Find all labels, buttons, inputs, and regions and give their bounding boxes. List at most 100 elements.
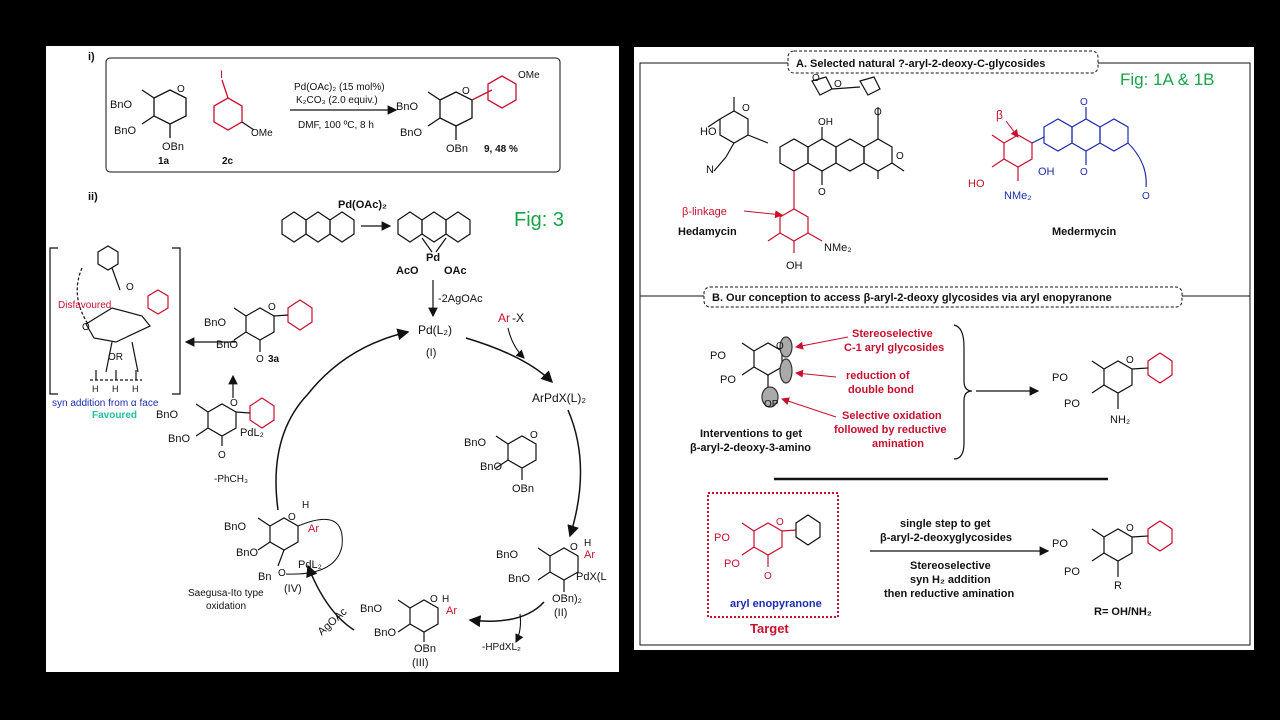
svg-text:PO: PO — [1064, 398, 1080, 410]
svg-text:PO: PO — [710, 350, 726, 362]
svg-text:O: O — [812, 73, 820, 84]
svg-text:O: O — [126, 282, 134, 293]
scheme-fig1-panel: A. Selected natural ?-aryl-2-deoxy-C-gly… — [634, 47, 1254, 650]
svg-text:syn H₂ addition: syn H₂ addition — [910, 574, 991, 586]
svg-text:R= OH/NH₂: R= OH/NH₂ — [1094, 606, 1152, 618]
pdl2-catalyst: Pd(L₂) — [418, 323, 452, 337]
svg-text:OR: OR — [108, 352, 123, 363]
scheme-fig3-panel: i) ii) Fig: 3 O BnO BnO OBn 1a I OMe 2c … — [46, 46, 619, 672]
header-a: A. Selected natural ?-aryl-2-deoxy-C-gly… — [796, 58, 1045, 70]
svg-text:OMe: OMe — [251, 128, 273, 139]
svg-text:O: O — [218, 450, 226, 461]
svg-text:BnO: BnO — [496, 549, 518, 561]
fig3-scheme-drawing: i) ii) Fig: 3 O BnO BnO OBn 1a I OMe 2c … — [49, 51, 607, 669]
svg-text:Pd: Pd — [426, 252, 440, 264]
svg-text:BnO: BnO — [360, 603, 382, 615]
label-1a: 1a — [158, 156, 170, 167]
product-9 — [427, 91, 473, 140]
svg-text:O: O — [776, 341, 784, 352]
svg-text:NMe₂: NMe₂ — [1004, 190, 1032, 202]
syn-addition-note: syn addition from α face — [52, 398, 159, 409]
svg-text:OBn)₂: OBn)₂ — [552, 593, 582, 605]
svg-text:O: O — [82, 322, 90, 333]
svg-text:O: O — [288, 512, 296, 523]
cycle-arc-beta-hydride — [468, 601, 545, 628]
svg-text:PO: PO — [724, 558, 740, 570]
svg-text:O: O — [462, 86, 470, 97]
svg-text:BnO: BnO — [508, 573, 530, 585]
target-box — [707, 492, 839, 618]
fig3-label: Fig: 3 — [514, 209, 564, 231]
label-product-9: 9, 48 % — [484, 144, 518, 155]
svg-text:PO: PO — [714, 532, 730, 544]
svg-text:(II): (II) — [554, 607, 567, 619]
svg-text:NH₂: NH₂ — [1110, 414, 1130, 426]
svg-text:BnO: BnO — [204, 317, 226, 329]
svg-text:PO: PO — [720, 374, 736, 386]
svg-text:-2AgOAc: -2AgOAc — [438, 293, 483, 305]
svg-text:PdX(L: PdX(L — [576, 571, 607, 583]
product-3a — [233, 307, 275, 352]
label-2c: 2c — [222, 156, 234, 167]
svg-text:Selective oxidation: Selective oxidation — [842, 410, 942, 422]
svg-text:O: O — [1080, 97, 1088, 108]
svg-text:BnO: BnO — [156, 409, 178, 421]
svg-text:(IV): (IV) — [284, 583, 302, 595]
svg-text:O: O — [776, 517, 784, 528]
svg-text:NMe₂: NMe₂ — [824, 242, 852, 254]
svg-text:PO: PO — [1052, 372, 1068, 384]
transition-state — [49, 245, 181, 395]
svg-text:H: H — [302, 500, 309, 511]
svg-text:O: O — [430, 594, 438, 605]
svg-text:O: O — [278, 568, 286, 579]
svg-text:double bond: double bond — [848, 384, 914, 396]
cycle-arc-oxidative-addition — [465, 337, 554, 384]
pd-enolate-intermediate — [195, 403, 237, 446]
svg-text:OH: OH — [818, 117, 833, 128]
svg-text:O: O — [742, 103, 750, 114]
svg-text:O: O — [1142, 191, 1150, 202]
glycal-1a — [141, 89, 187, 138]
svg-text:OH: OH — [1038, 166, 1055, 178]
svg-text:H: H — [112, 384, 119, 394]
svg-text:BnO: BnO — [114, 125, 136, 137]
svg-text:H: H — [584, 538, 591, 549]
medermycin-name: Medermycin — [1052, 226, 1116, 238]
svg-text:β-aryl-2-deoxy-3-amino: β-aryl-2-deoxy-3-amino — [690, 442, 811, 454]
svg-text:Ar: Ar — [446, 605, 457, 617]
beta-label: β — [996, 108, 1003, 122]
svg-text:BnO: BnO — [168, 433, 190, 445]
svg-text:N: N — [706, 164, 714, 176]
disfavoured-label: Disfavoured — [58, 300, 111, 311]
svg-text:O: O — [570, 542, 578, 553]
svg-text:PO: PO — [1052, 538, 1068, 550]
svg-text:OAc: OAc — [444, 265, 467, 277]
svg-text:OBn: OBn — [162, 141, 184, 153]
svg-text:Stereoselective: Stereoselective — [910, 560, 991, 572]
svg-text:OBn: OBn — [414, 643, 436, 655]
favoured-label: Favoured — [92, 410, 137, 421]
svg-text:then reductive amination: then reductive amination — [884, 588, 1014, 600]
hedamycin-structure — [707, 76, 905, 185]
svg-text:O: O — [268, 302, 276, 313]
intermediate-iii — [397, 599, 439, 642]
section-ii-label: ii) — [88, 191, 98, 203]
svg-text:O: O — [1126, 523, 1134, 534]
reaction-i-box — [105, 57, 561, 173]
svg-text:PdL₂: PdL₂ — [240, 427, 264, 439]
phenanthroline-ligand — [281, 211, 355, 243]
amino-product — [1091, 360, 1133, 409]
svg-text:O: O — [1080, 167, 1088, 178]
svg-text:Bn: Bn — [258, 571, 271, 583]
svg-text:OMe: OMe — [518, 70, 540, 81]
intermediate-iv — [257, 517, 343, 575]
svg-text:(III): (III) — [412, 657, 429, 669]
svg-text:BnO: BnO — [224, 521, 246, 533]
aryl-iodide-2c — [213, 79, 243, 131]
svg-text:single step to get: single step to get — [900, 518, 991, 530]
cycle-arc-regeneration — [307, 328, 410, 395]
svg-text:-X: -X — [512, 311, 524, 325]
fig1-scheme-drawing: A. Selected natural ?-aryl-2-deoxy-C-gly… — [639, 50, 1251, 646]
intermediate-ii — [537, 547, 579, 592]
svg-text:oxidation: oxidation — [206, 601, 246, 612]
